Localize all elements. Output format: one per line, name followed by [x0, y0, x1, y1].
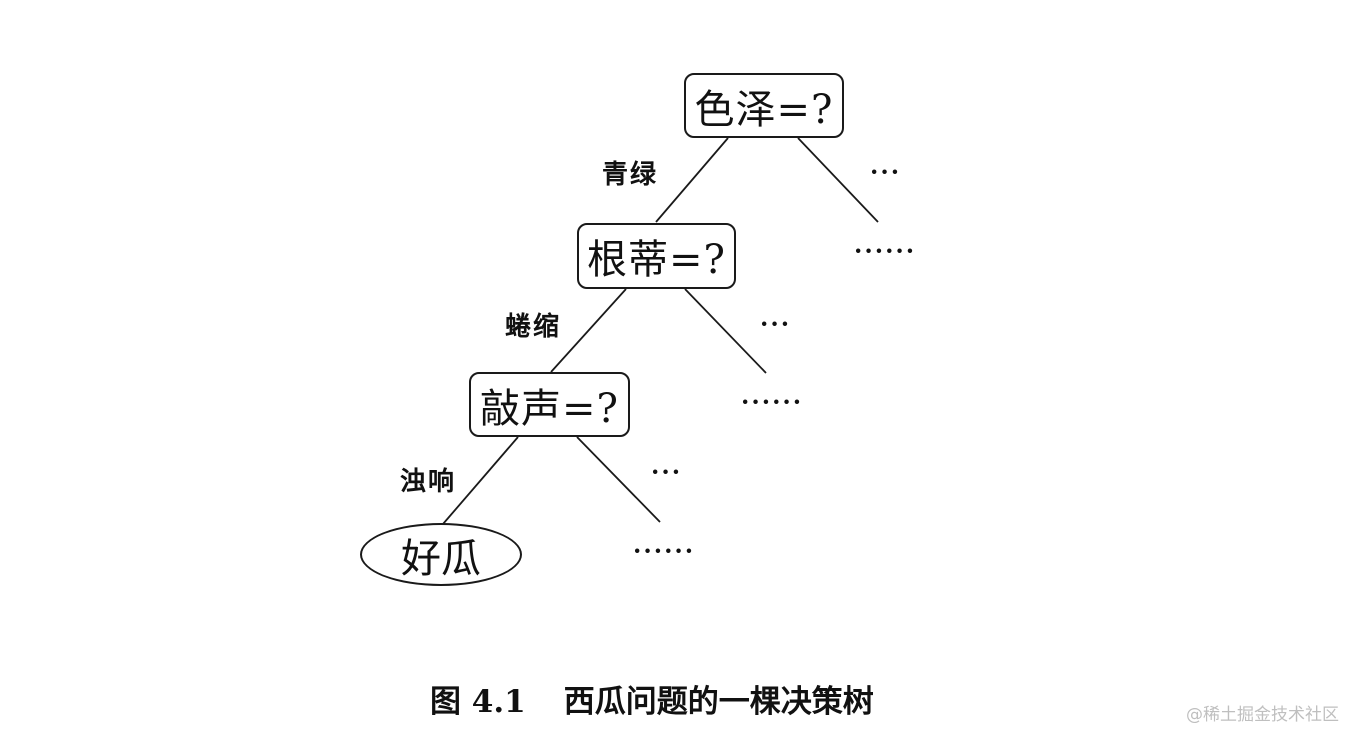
figure-title: 西瓜问题的一棵决策树	[563, 684, 874, 720]
ellipsis-level2-long: ······	[741, 387, 804, 416]
node-knock-sound: 敲声=?	[469, 372, 630, 437]
edge-level2-to-right	[684, 288, 767, 374]
ellipsis-root-long: ······	[854, 236, 917, 265]
edge-root-to-right	[797, 137, 879, 223]
node-stem: 根蒂=?	[577, 223, 736, 289]
edge-label-green: 青绿	[602, 160, 659, 190]
node-color: 色泽=?	[684, 73, 844, 138]
edge-level3-to-leaf	[442, 436, 519, 525]
edge-label-curled: 蜷缩	[505, 312, 562, 342]
figure-caption: 图 4.1 西瓜问题的一棵决策树	[430, 676, 874, 721]
watermark: @稀土掘金技术社区	[1186, 705, 1339, 725]
ellipsis-level2-short: ···	[760, 309, 792, 338]
edge-level3-to-right	[576, 436, 661, 523]
ellipsis-root-short: ···	[870, 157, 902, 186]
edge-level2-to-level3	[550, 288, 627, 373]
edge-label-turbid: 浊响	[400, 467, 457, 497]
figure-number: 图 4.1	[430, 684, 526, 720]
ellipsis-level3-long: ······	[633, 536, 696, 565]
edge-root-to-level2	[655, 137, 729, 223]
ellipsis-level3-short: ···	[651, 457, 683, 486]
leaf-good-melon: 好瓜	[360, 523, 522, 586]
